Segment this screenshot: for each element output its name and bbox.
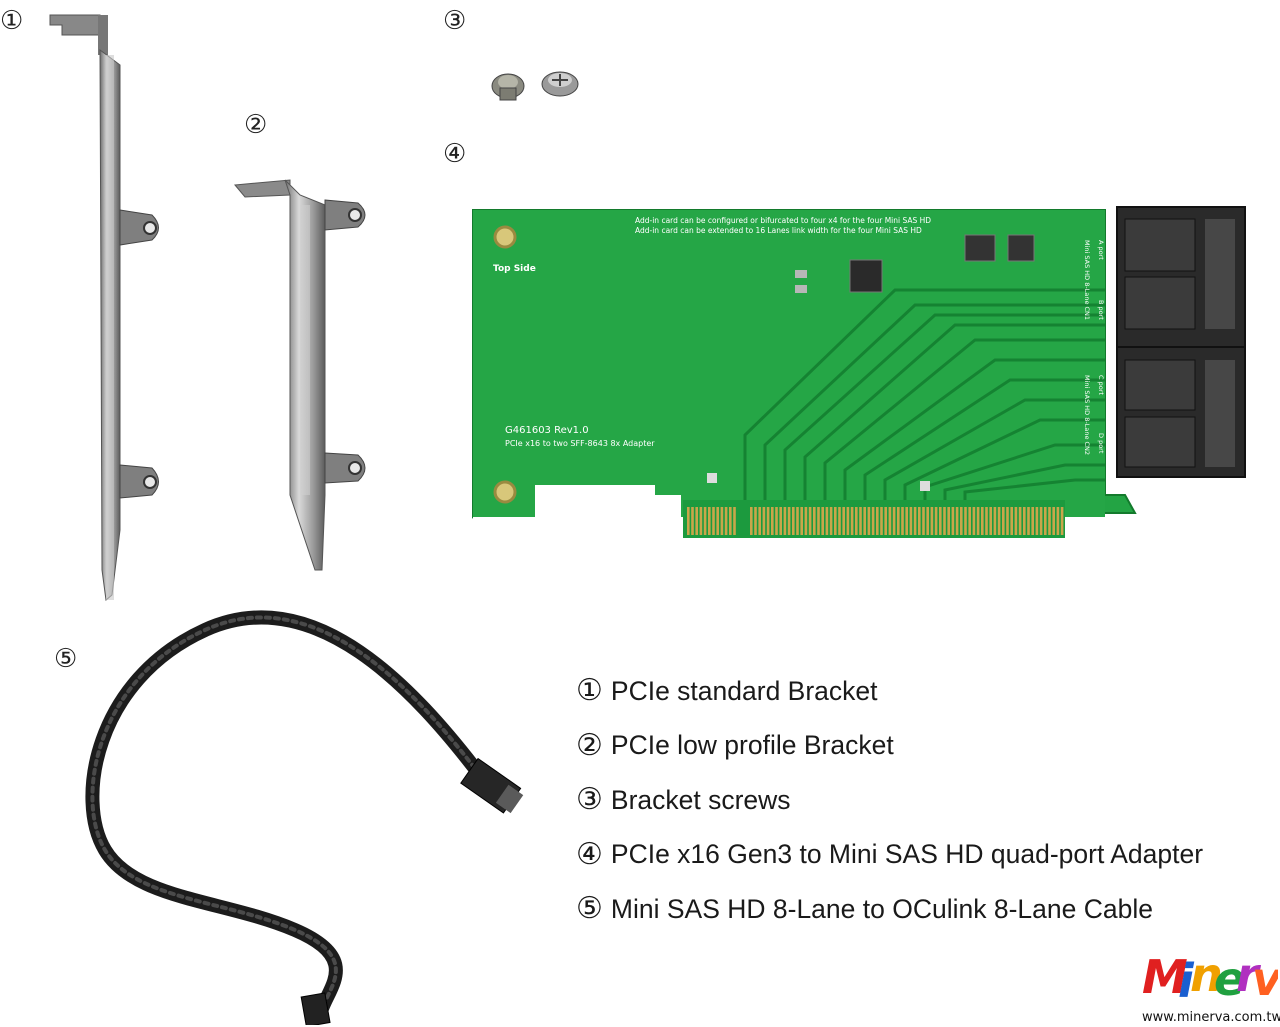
legend-text-3: Bracket screws [610, 784, 791, 815]
svg-text:M: M [1142, 950, 1188, 1004]
legend-item-3: ③ Bracket screws [576, 773, 1266, 828]
svg-text:r: r [1236, 948, 1262, 1002]
legend-text-4: PCIe x16 Gen3 to Mini SAS HD quad-port A… [610, 839, 1204, 870]
marker-1: ① [0, 6, 24, 36]
marker-3: ③ [443, 6, 467, 36]
minerva-logo: M i n e r v [1142, 948, 1278, 1007]
low-profile-bracket-image [234, 179, 366, 571]
marker-2: ② [244, 110, 268, 140]
pcb-cn2-label: Mini SAS HD 8-Lane CN2 [1083, 375, 1091, 455]
svg-text:i: i [1178, 954, 1195, 1007]
legend-item-2: ② PCIe low profile Bracket [576, 719, 1266, 774]
legend-text-1: PCIe standard Bracket [610, 675, 878, 706]
svg-text:e: e [1214, 952, 1245, 1006]
logo-url: www.minerva.com.tw [1142, 1010, 1280, 1025]
component-legend: ① PCIe standard Bracket ② PCIe low profi… [576, 664, 1266, 937]
pcie-adapter-card-image: Add-in card can be configured or bifurca… [472, 206, 1265, 550]
pcb-note-2: Add-in card can be extended to 16 Lanes … [635, 226, 922, 235]
pcb-port-a: A port [1097, 240, 1105, 260]
svg-text:n: n [1190, 948, 1223, 1002]
standard-bracket-image [49, 14, 159, 601]
pcb-port-d: D port [1097, 433, 1105, 454]
pcb-model: G461603 Rev1.0 [505, 425, 589, 436]
bracket-screws-image [491, 71, 579, 101]
pcb-cn1-label: Mini SAS HD 8-Lane CN1 [1083, 240, 1091, 320]
pcb-port-c: C port [1097, 375, 1105, 395]
pcb-side-label: Top Side [493, 264, 536, 274]
pcb-note-1: Add-in card can be configured or bifurca… [635, 216, 931, 225]
pcb-port-b: B port [1097, 300, 1105, 320]
legend-text-2: PCIe low profile Bracket [610, 730, 894, 761]
legend-item-1: ① PCIe standard Bracket [576, 664, 1266, 719]
legend-number-2: ② [576, 727, 603, 763]
marker-5: ⑤ [54, 644, 78, 674]
legend-number-3: ③ [576, 782, 603, 818]
legend-text-5: Mini SAS HD 8-Lane to OCulink 8-Lane Cab… [610, 893, 1153, 924]
legend-item-5: ⑤ Mini SAS HD 8-Lane to OCulink 8-Lane C… [576, 882, 1266, 937]
pcb-description: PCIe x16 to two SFF-8643 8x Adapter [505, 439, 655, 448]
legend-number-5: ⑤ [576, 891, 603, 927]
marker-4: ④ [443, 139, 467, 169]
svg-text:v: v [1252, 952, 1278, 1006]
legend-number-4: ④ [576, 836, 603, 872]
legend-item-4: ④ PCIe x16 Gen3 to Mini SAS HD quad-port… [576, 828, 1266, 883]
oculink-cable-image [85, 610, 524, 1025]
legend-number-1: ① [576, 673, 603, 709]
